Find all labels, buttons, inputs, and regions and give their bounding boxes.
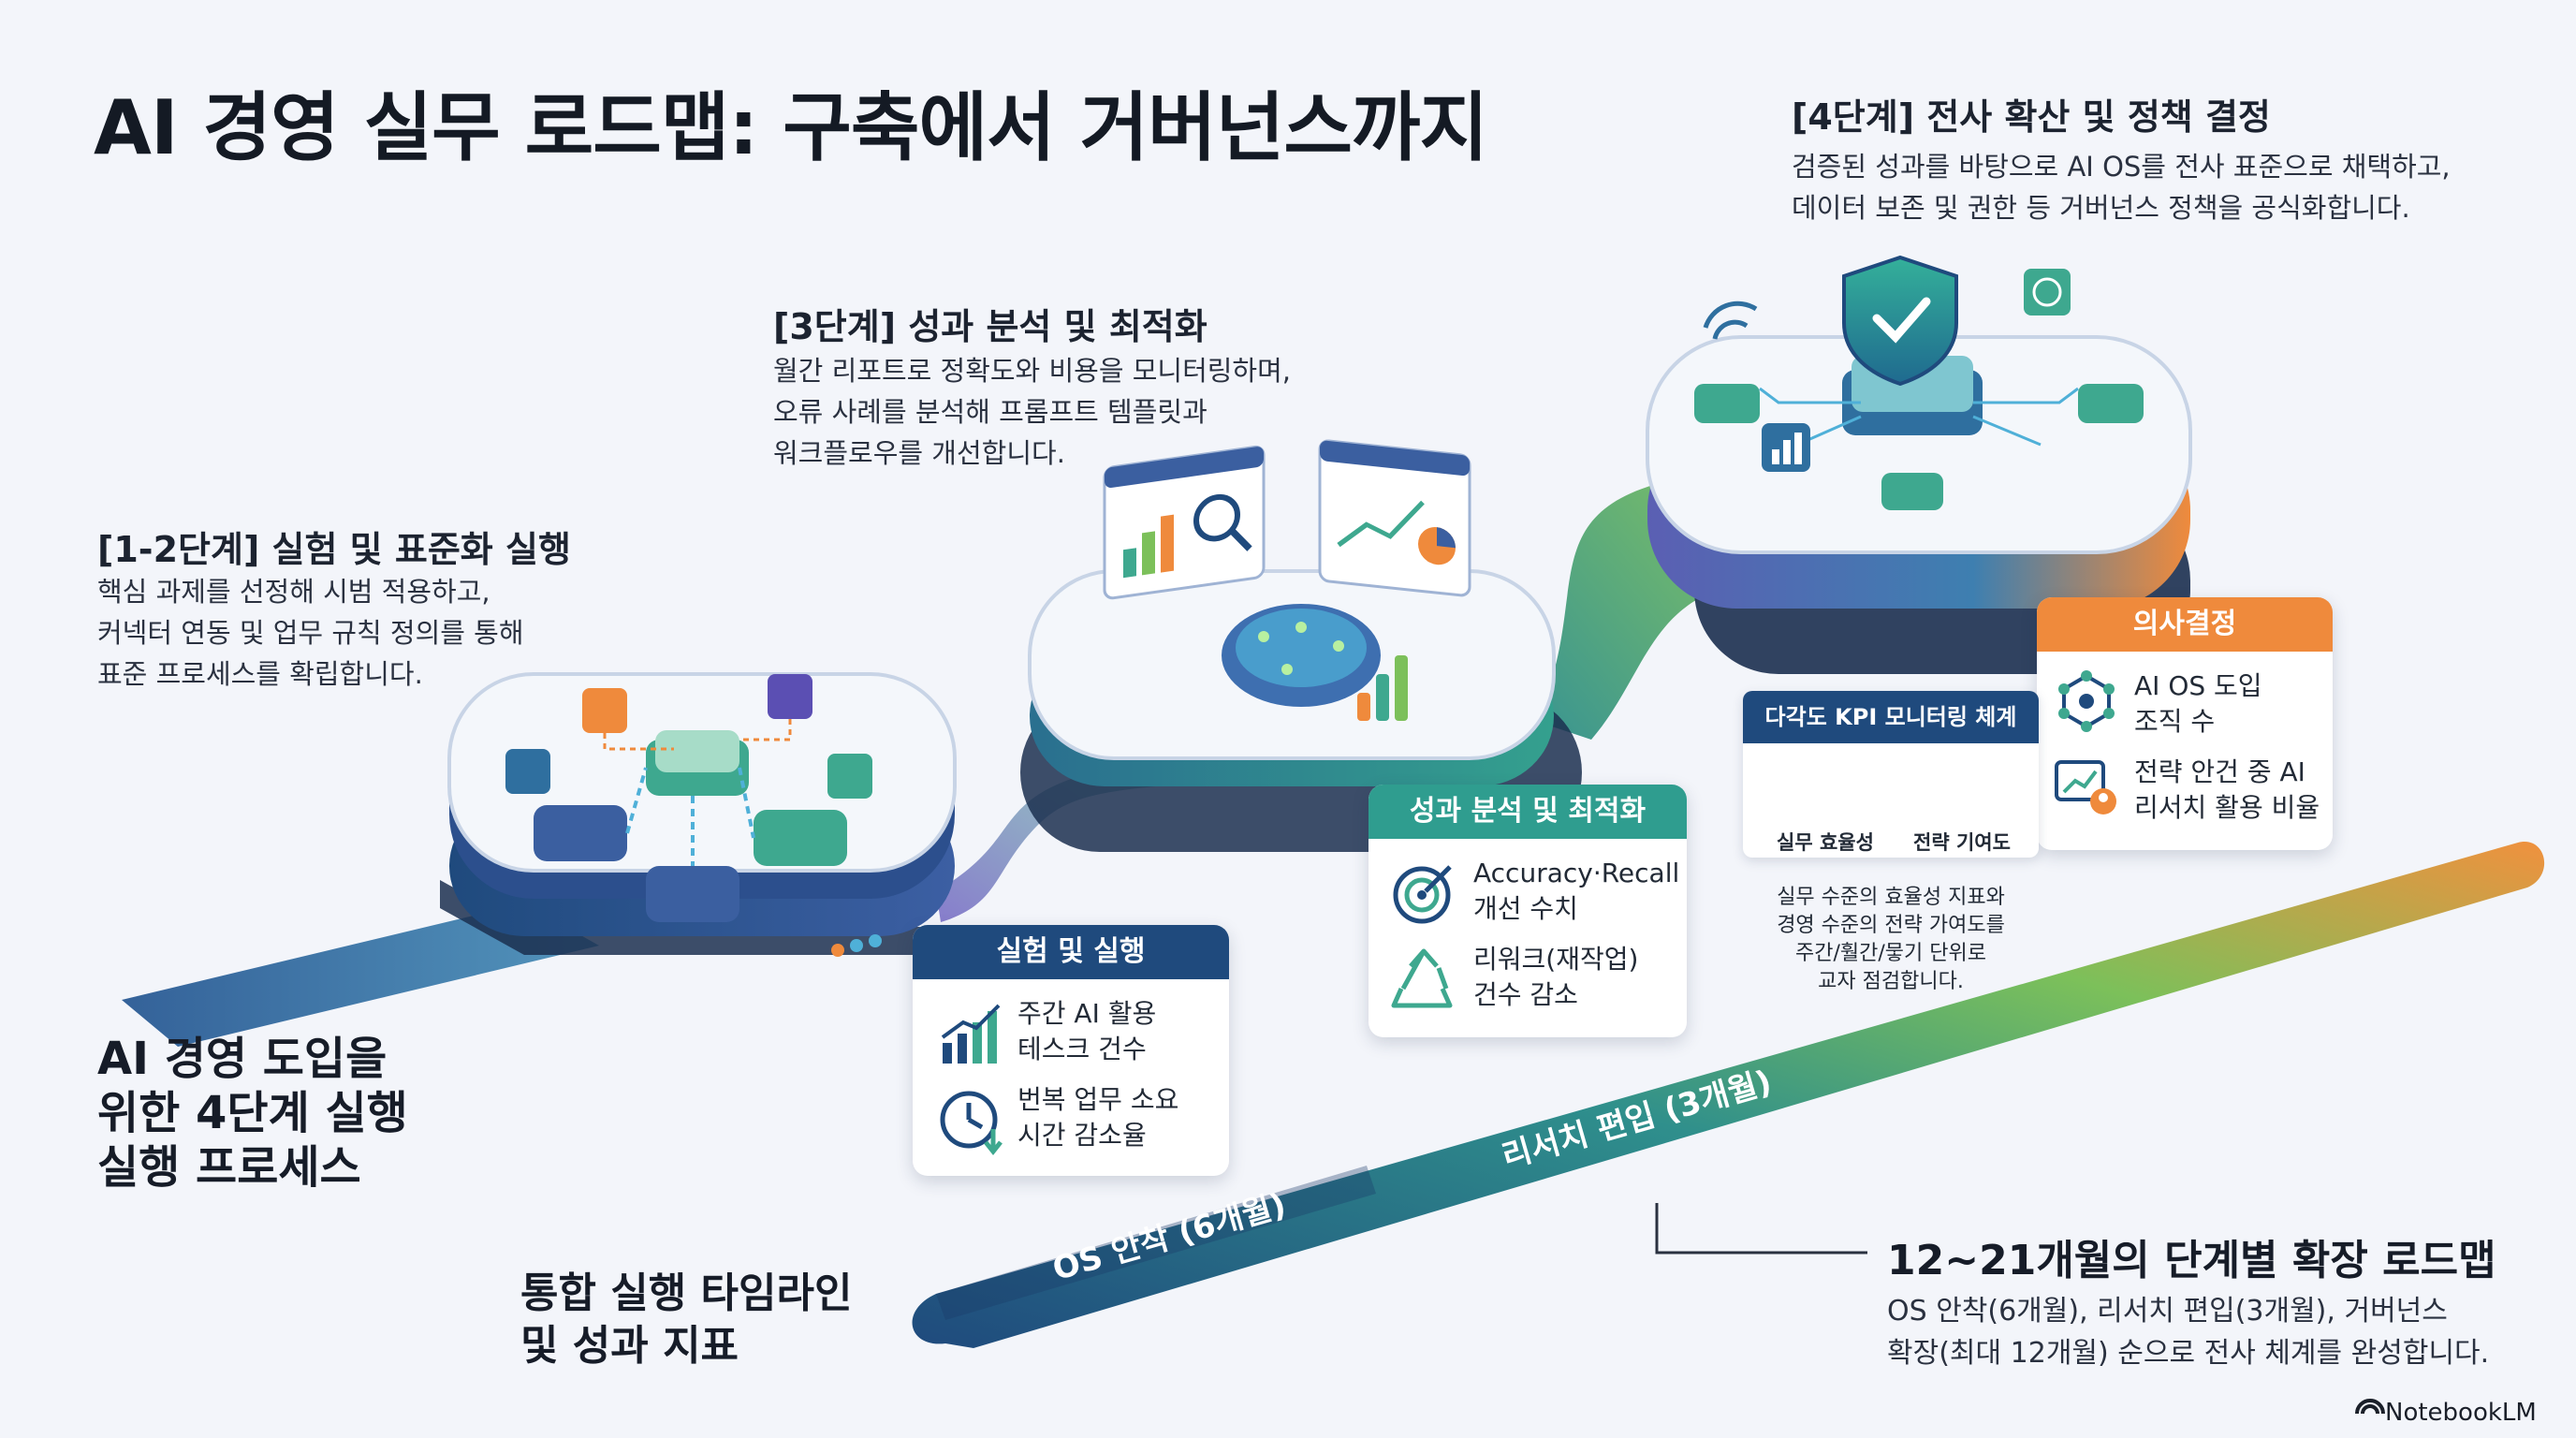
brand-label: NotebookLM	[2385, 1399, 2537, 1427]
roadmap-pointer	[1655, 1203, 1867, 1255]
card-analysis-item: 리워크(재작업) 건수 감소	[1368, 938, 1687, 1024]
card-decision: 의사결정 AI OS 도입 조직 수 전략 안건 중 AI 리서치 활용 비율	[2037, 597, 2333, 850]
kpi-note: 실무 수준의 효율성 지표와 경영 수준의 전략 가여도를 주간/훨간/뭏기 단…	[1777, 886, 2005, 993]
notebooklm-logo-icon	[2355, 1399, 2385, 1415]
shield-check-icon	[1842, 255, 1958, 387]
process-heading: AI 경영 도입을 위한 4단계 실행 실행 프로세스	[97, 1033, 408, 1194]
stage-3-desc: 월간 리포트로 정확도와 비용을 모니터링하며, 오류 사례를 분석해 프롬프트…	[773, 355, 1292, 469]
card-experiment-item: 번복 업무 소요 시간 감소율	[913, 1078, 1229, 1165]
stage-3-title: [3단계] 성과 분석 및 최적화	[773, 306, 1208, 347]
page-title: AI 경영 실무 로드맵: 구축에서 거버넌스까지	[94, 84, 1488, 171]
card-experiment: 실험 및 실행 주간 AI 활용 테스크 건수 번복 업무 소요 시간 감소율	[913, 925, 1229, 1176]
card-decision-item: AI OS 도입 조직 수	[2037, 665, 2333, 751]
card-decision-item-label: AI OS 도입 조직 수	[2134, 670, 2262, 737]
platform-stage-4	[1646, 255, 2192, 674]
gauge-label-strategy: 전략 기여도	[1913, 831, 2011, 854]
card-analysis-item: Accuracy·Recall 개선 수치	[1368, 852, 1687, 938]
card-analysis: 성과 분석 및 최적화 Accuracy·Recall 개선 수치 리워크(재작…	[1368, 785, 1687, 1037]
card-experiment-header: 실험 및 실행	[913, 925, 1229, 979]
timeline-ribbon-fold	[936, 1166, 1376, 1320]
wifi-icon	[1703, 301, 1758, 340]
stage-1-2-title: [1-2단계] 실험 및 표준화 실행	[97, 529, 571, 570]
gauge-label-efficiency: 실무 효율성	[1777, 831, 1874, 854]
card-experiment-item-label: 주간 AI 활용 테스크 건수	[1017, 998, 1157, 1064]
timeline-ribbon	[912, 842, 2545, 1348]
stage-4-desc: 검증된 성과를 바탕으로 AI OS를 전사 표준으로 채택하고, 데이터 보존…	[1792, 151, 2451, 224]
platform-stage-1-2	[440, 672, 957, 957]
card-experiment-item: 주간 AI 활용 테스크 건수	[913, 992, 1229, 1078]
stage-4-title: [4단계] 전사 확산 및 정책 결정	[1792, 96, 2271, 138]
roadmap-title: 12~21개월의 단계별 확장 로드맵	[1887, 1237, 2496, 1284]
stage-1-2-desc: 핵심 과제를 선정해 시범 적용하고, 커넥터 연동 및 업무 규칙 정의를 통…	[97, 576, 524, 690]
platform-stage-3	[1020, 439, 1582, 852]
timeline-heading: 통합 실행 타임라인 및 성과 지표	[520, 1269, 853, 1370]
card-decision-header: 의사결정	[2037, 597, 2333, 652]
card-decision-item-label: 전략 안건 중 AI 리서치 활용 비율	[2134, 756, 2320, 823]
kpi-panel-header: 다각도 KPI 모니터링 체계	[1743, 691, 2039, 743]
card-experiment-item-label: 번복 업무 소요 시간 감소율	[1017, 1084, 1179, 1151]
roadmap-desc: OS 안착(6개월), 리서치 편입(3개월), 거버넌스 확장(최대 12개월…	[1887, 1295, 2490, 1370]
card-analysis-item-label: Accuracy·Recall 개선 수치	[1473, 858, 1680, 924]
card-analysis-header: 성과 분석 및 최적화	[1368, 785, 1687, 839]
entry-ribbon	[122, 903, 599, 1047]
card-analysis-item-label: 리워크(재작업) 건수 감소	[1473, 944, 1639, 1010]
card-decision-item: 전략 안건 중 AI 리서치 활용 비율	[2037, 751, 2333, 837]
